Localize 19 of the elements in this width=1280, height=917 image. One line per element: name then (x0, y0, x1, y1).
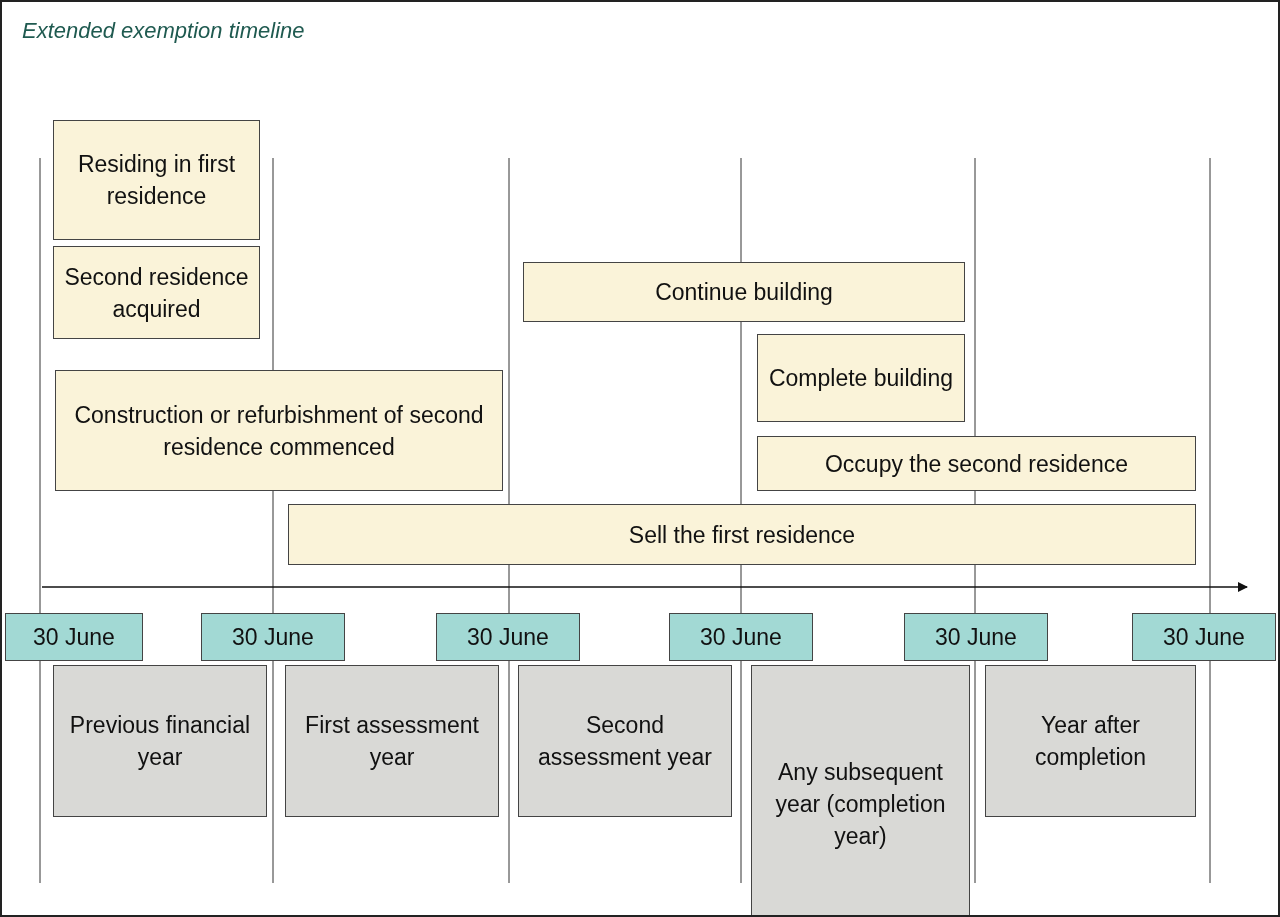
date-box: 30 June (201, 613, 345, 661)
year-box: Previous financial year (53, 665, 267, 817)
event-box: Continue building (523, 262, 965, 322)
year-box: Year after completion (985, 665, 1196, 817)
date-box: 30 June (1132, 613, 1276, 661)
year-box: Second assessment year (518, 665, 732, 817)
event-box: Residing in first residence (53, 120, 260, 240)
event-box: Second residence acquired (53, 246, 260, 339)
event-box: Construction or refurbishment of second residence commenced (55, 370, 503, 491)
event-box: Sell the first residence (288, 504, 1196, 565)
date-box: 30 June (669, 613, 813, 661)
year-box: First assessment year (285, 665, 499, 817)
date-box: 30 June (904, 613, 1048, 661)
date-box: 30 June (436, 613, 580, 661)
title: Extended exemption timeline (22, 18, 305, 44)
year-box: Any subsequent year (completion year) (751, 665, 970, 915)
event-box: Occupy the second residence (757, 436, 1196, 491)
date-box: 30 June (5, 613, 143, 661)
event-box: Complete building (757, 334, 965, 422)
